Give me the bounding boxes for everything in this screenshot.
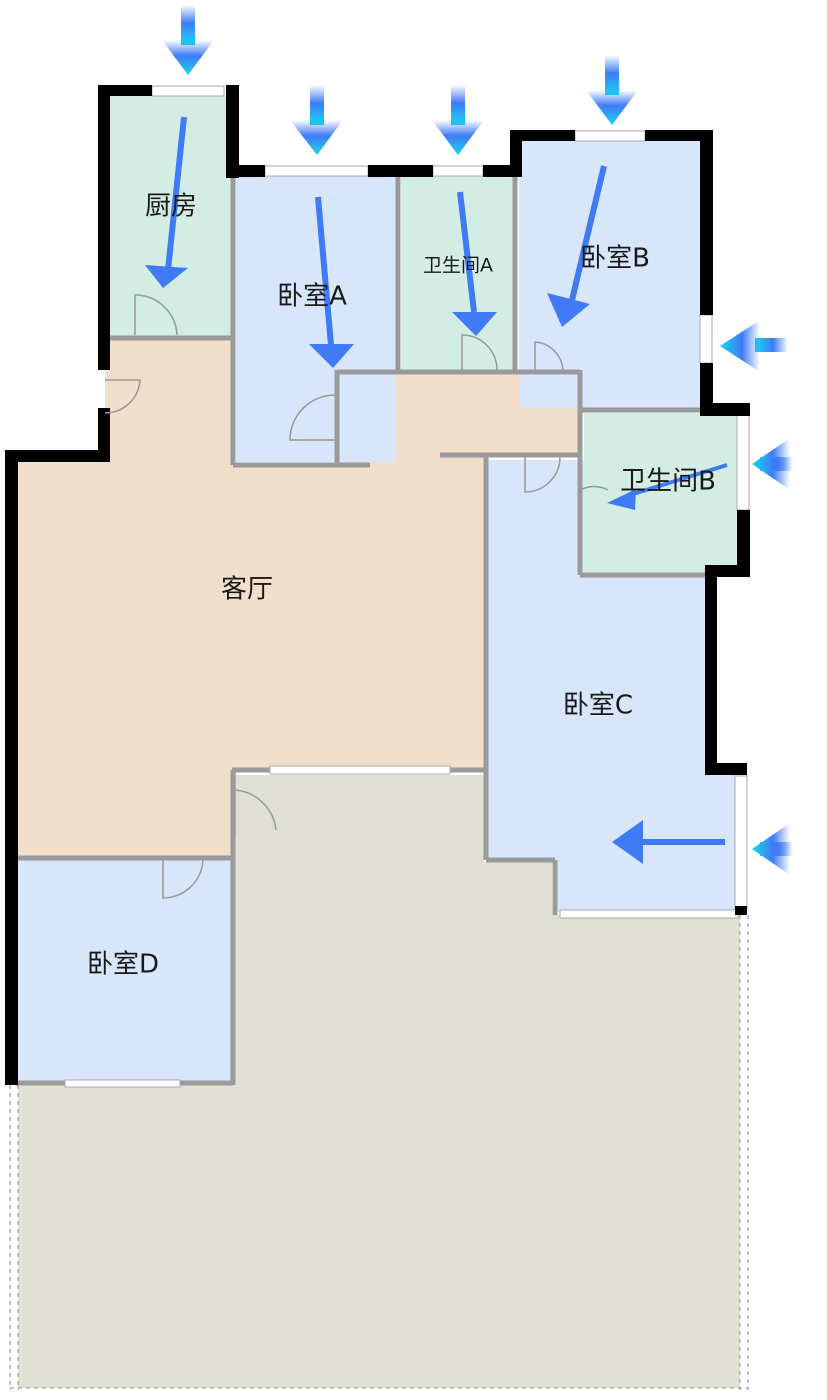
inside-airflow-arrows [145,116,728,864]
airflow-arrow-icon [145,116,188,288]
airflow-arrow-icon [720,320,788,372]
room-label-bathroom-b: 卫生间B [620,467,716,497]
airflow-arrow-icon [309,196,354,368]
airflow-arrow-icon [452,191,497,336]
bedroom-d-area [18,860,233,1083]
room-label-bathroom-a: 卫生间A [423,255,493,277]
airflow-arrow-icon [607,463,728,510]
bedroom-a-area [236,176,396,462]
airflow-arrow-icon [547,165,607,327]
bathroom-b-area [584,413,740,574]
living-room-area [15,338,580,857]
terrace-area [18,775,740,1388]
airflow-arrow-icon [586,55,638,125]
kitchen-area [108,95,231,337]
bedroom-b-area [519,140,702,408]
outer-walls [5,85,750,1085]
room-label-kitchen: 厨房 [145,192,197,222]
room-label-living-room: 客厅 [221,575,273,605]
airflow-arrow-icon [752,438,793,490]
room-label-bedroom-a: 卧室A [277,282,347,312]
airflow-arrow-icon [162,5,214,75]
airflow-arrow-icon [290,85,343,155]
room-label-bedroom-d: 卧室D [87,950,159,980]
airflow-arrow-icon [432,85,484,155]
doors [104,294,609,899]
airflow-arrow-icon [612,820,725,864]
terrace-boundary [9,915,749,1390]
outside-airflow-arrows [162,5,793,875]
room-label-bedroom-c: 卧室C [563,691,633,721]
room-label-bedroom-b: 卧室B [580,244,650,274]
airflow-arrow-icon [752,823,793,875]
bathroom-a-area [401,176,513,371]
bedroom-c-area [488,460,738,912]
